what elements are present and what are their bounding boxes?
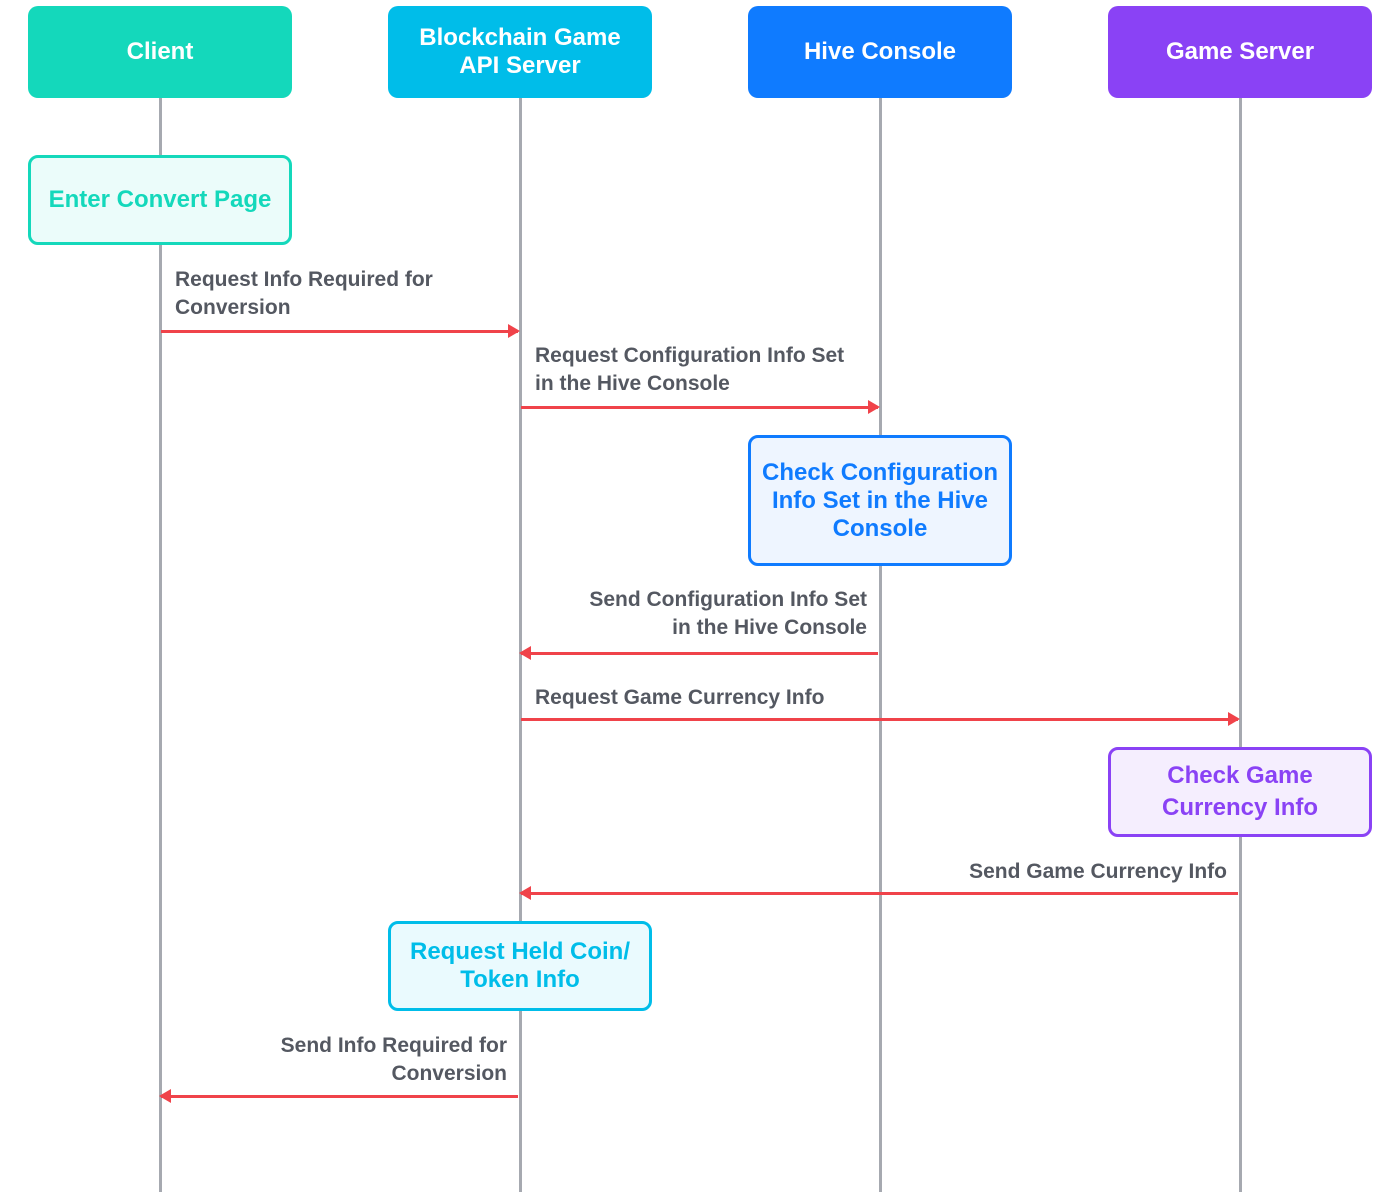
request-info-required-arrow (161, 324, 520, 338)
client-lifeline (159, 96, 162, 1192)
request-held-coin-box: Request Held Coin/ Token Info (388, 921, 652, 1011)
send-config-info-arrow (519, 646, 878, 660)
enter-convert-page-box: Enter Convert Page (28, 155, 292, 245)
send-game-currency-label: Send Game Currency Info (969, 860, 1227, 883)
check-configuration-info-box: Check Configuration Info Set in the Hive… (748, 435, 1012, 566)
send-info-required-label: Send Info Required for Conversion (280, 1034, 507, 1085)
request-config-info-arrow (521, 400, 880, 414)
api-server-lifeline (519, 96, 522, 1192)
request-config-info-label: Request Configuration Info Set in the Hi… (535, 344, 845, 395)
send-info-required-arrow (159, 1089, 518, 1103)
game-server-header: Game Server (1108, 6, 1372, 98)
request-game-currency-label: Request Game Currency Info (535, 686, 825, 709)
client-header: Client (28, 6, 292, 98)
send-game-currency-arrow (519, 886, 1238, 900)
game-server-lifeline (1239, 96, 1242, 1192)
hive-console-lifeline (879, 96, 882, 1192)
hive-console-header: Hive Console (748, 6, 1012, 98)
check-game-currency-box: Check Game Currency Info (1108, 747, 1372, 837)
request-info-required-label: Request Info Required for Conversion (175, 268, 433, 319)
api-server-header: Blockchain Game API Server (388, 6, 652, 98)
request-game-currency-arrow (521, 712, 1240, 726)
send-config-info-label: Send Configuration Info Set in the Hive … (589, 588, 867, 639)
